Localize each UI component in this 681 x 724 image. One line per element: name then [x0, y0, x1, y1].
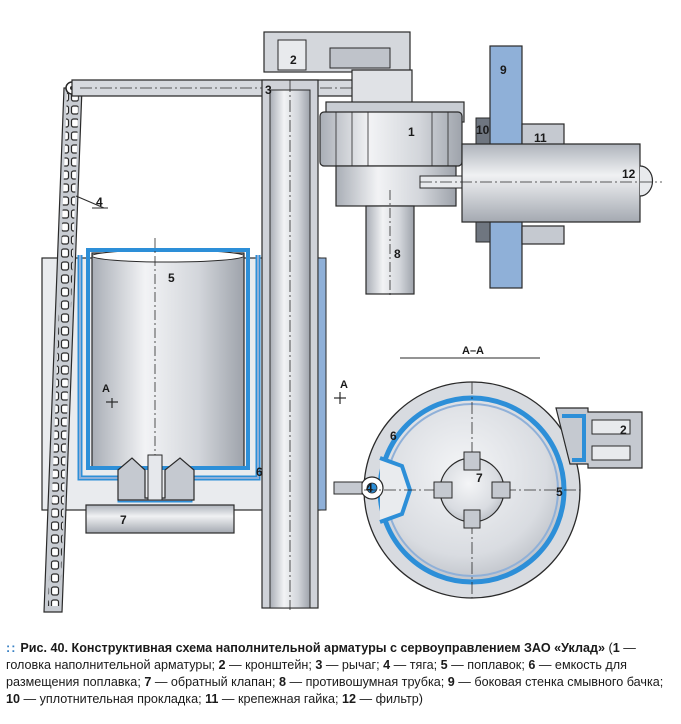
legend-number: 9: [447, 675, 455, 689]
legend-item-2: 2 — кронштейн: [219, 658, 309, 672]
legend-item-8: 8 — противошумная трубка: [279, 675, 441, 689]
callout-12: 12: [622, 167, 636, 181]
callout-11: 11: [534, 131, 547, 145]
legend-number: 6: [528, 658, 536, 672]
legend-number: 5: [440, 658, 448, 672]
callout-labels: 1 2 3 4 5 6 7 8 9 10 11 12 А А А–А 2 4 5…: [75, 53, 636, 527]
legend-text: — поплавок: [447, 658, 522, 672]
legend-item-4: 4 — тяга: [383, 658, 434, 672]
section-callout-7: 7: [476, 471, 483, 485]
legend-text: — крепежная гайка: [218, 692, 336, 706]
legend-number: 2: [218, 658, 226, 672]
bracket-2: [263, 31, 413, 111]
legend-number: 4: [383, 658, 391, 672]
float-5: [86, 238, 250, 500]
valve-head-1: [319, 101, 477, 207]
section-view-aa: [333, 357, 643, 599]
callout-2: 2: [290, 53, 297, 67]
figure-caption: ::Рис. 40. Конструктивная схема наполнит…: [6, 640, 676, 708]
legend-item-12: 12 — фильтр: [342, 692, 419, 706]
legend-item-1: 1 — головка наполнительной арматуры: [6, 641, 636, 672]
section-title: А–А: [462, 345, 484, 357]
callout-9: 9: [500, 63, 507, 77]
caption-dots: ::: [6, 641, 17, 655]
caption-title: Рис. 40. Конструктивная схема наполнител…: [20, 641, 605, 655]
legend-item-3: 3 — рычаг: [315, 658, 376, 672]
legend-text: — тяга: [390, 658, 434, 672]
section-marker-left: [106, 398, 118, 408]
callout-6: 6: [256, 465, 263, 479]
legend-number: 3: [315, 658, 323, 672]
legend-item-10: 10 — уплотнительная прокладка: [6, 692, 198, 706]
legend-text: — головка наполнительной арматуры: [6, 641, 636, 672]
section-callout-6: 6: [390, 429, 397, 443]
legend-number: 8: [278, 675, 286, 689]
callout-3: 3: [265, 83, 272, 97]
nut-11: [521, 123, 565, 245]
legend-text: — рычаг: [322, 658, 377, 672]
section-marker-right: [334, 392, 346, 404]
section-callout-5: 5: [556, 485, 563, 499]
legend-item-7: 7 — обратный клапан: [144, 675, 272, 689]
callout-8: 8: [394, 247, 401, 261]
legend-text: — обратный клапан: [151, 675, 272, 689]
legend-text: — кронштейн: [225, 658, 309, 672]
section-callout-2: 2: [620, 423, 627, 437]
legend-number: 7: [144, 675, 152, 689]
section-marker-left-label: А: [102, 383, 110, 395]
callout-7: 7: [120, 513, 127, 527]
section-callout-4: 4: [366, 481, 373, 495]
legend-item-11: 11 — крепежная гайка: [205, 692, 335, 706]
legend-text: — противошумная трубка: [285, 675, 441, 689]
legend-item-9: 9 — боковая стенка смывного бачка: [448, 675, 660, 689]
lever-3: [71, 79, 377, 97]
legend-text: — уплотнительная прокладка: [20, 692, 199, 706]
legend-text: — боковая стенка смывного бачка: [454, 675, 660, 689]
legend-text: — емкость для размещения поплавка: [6, 658, 627, 689]
legend-number: 12: [342, 692, 357, 706]
callout-5: 5: [168, 271, 175, 285]
legend-item-5: 5 — поплавок: [441, 658, 522, 672]
noise-pipe-8: [365, 190, 415, 296]
filter-12: [420, 143, 662, 223]
section-marker-right-label: А: [340, 379, 348, 391]
legend-text: — фильтр: [356, 692, 419, 706]
callout-4: 4: [96, 195, 103, 209]
legend-number: 10: [6, 692, 21, 706]
legend-number: 11: [205, 692, 219, 706]
schematic-figure: 1 2 3 4 5 6 7 8 9 10 11 12 А А А–А 2 4 5…: [41, 31, 662, 613]
check-valve-7: [85, 454, 235, 534]
callout-10: 10: [476, 123, 490, 137]
vertical-post: [261, 79, 327, 610]
caption-legend: (1 — головка наполнительной арматуры; 2 …: [6, 641, 664, 706]
legend-item-6: 6 — емкость для размещения поплавка: [6, 658, 627, 689]
callout-1: 1: [408, 125, 415, 139]
legend-number: 1: [612, 641, 620, 655]
